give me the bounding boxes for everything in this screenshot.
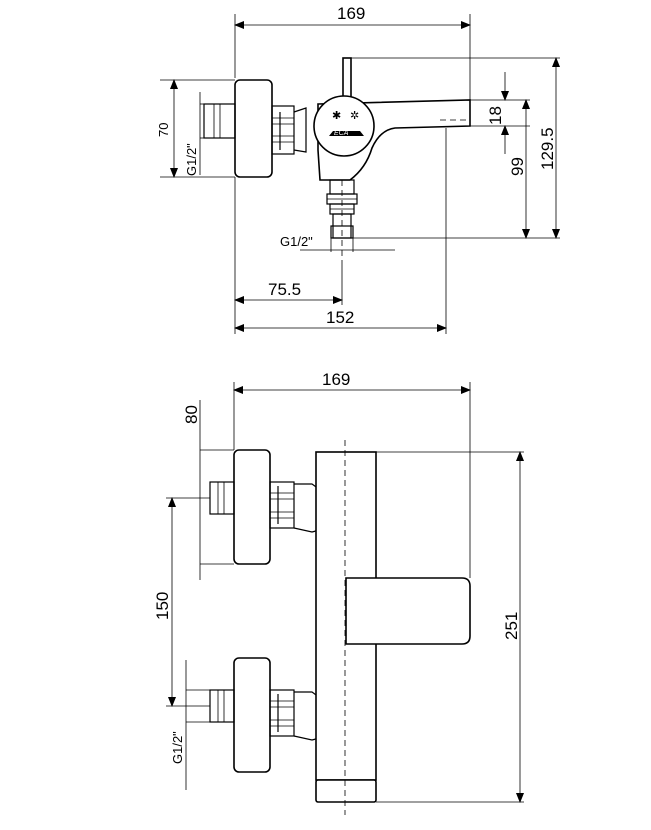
thread-label-bottom: G1/2" xyxy=(280,234,313,249)
dim-150: 150 xyxy=(153,592,172,620)
top-view: ✱ ✲ ECA 169 70 G1/2" xyxy=(156,4,560,334)
dim-75-5: 75.5 xyxy=(268,280,301,299)
dim-18: 18 xyxy=(486,106,505,125)
dim-169-front: 169 xyxy=(322,370,350,389)
lever-handle xyxy=(345,577,471,645)
svg-text:ECA: ECA xyxy=(334,130,349,137)
front-view: 169 80 150 G1/2" 251 xyxy=(153,370,524,815)
cold-icon: ✲ xyxy=(350,110,359,122)
dim-129-5: 129.5 xyxy=(538,127,557,170)
wall-plate xyxy=(234,79,273,178)
dim-251: 251 xyxy=(502,612,521,640)
dim-152: 152 xyxy=(326,308,354,327)
upper-inlet xyxy=(209,481,235,515)
spout-outlet xyxy=(315,779,377,803)
lower-wall-plate xyxy=(233,657,271,773)
lower-inlet xyxy=(209,689,235,723)
thread-label-front: G1/2" xyxy=(170,731,185,764)
dim-99: 99 xyxy=(508,157,527,176)
dim-169-top: 169 xyxy=(337,4,365,23)
inlet-connector xyxy=(203,103,236,139)
thread-label-left: G1/2" xyxy=(184,143,199,176)
upper-wall-plate xyxy=(233,449,271,565)
hot-cold-icon: ✱ xyxy=(332,110,341,122)
upper-nut xyxy=(269,481,295,529)
lower-nut xyxy=(269,689,295,737)
eccentric-nut xyxy=(271,105,295,155)
brand-logo: ECA xyxy=(329,130,364,137)
dim-80: 80 xyxy=(182,405,201,424)
control-knob xyxy=(313,95,375,157)
dim-70: 70 xyxy=(156,123,171,137)
